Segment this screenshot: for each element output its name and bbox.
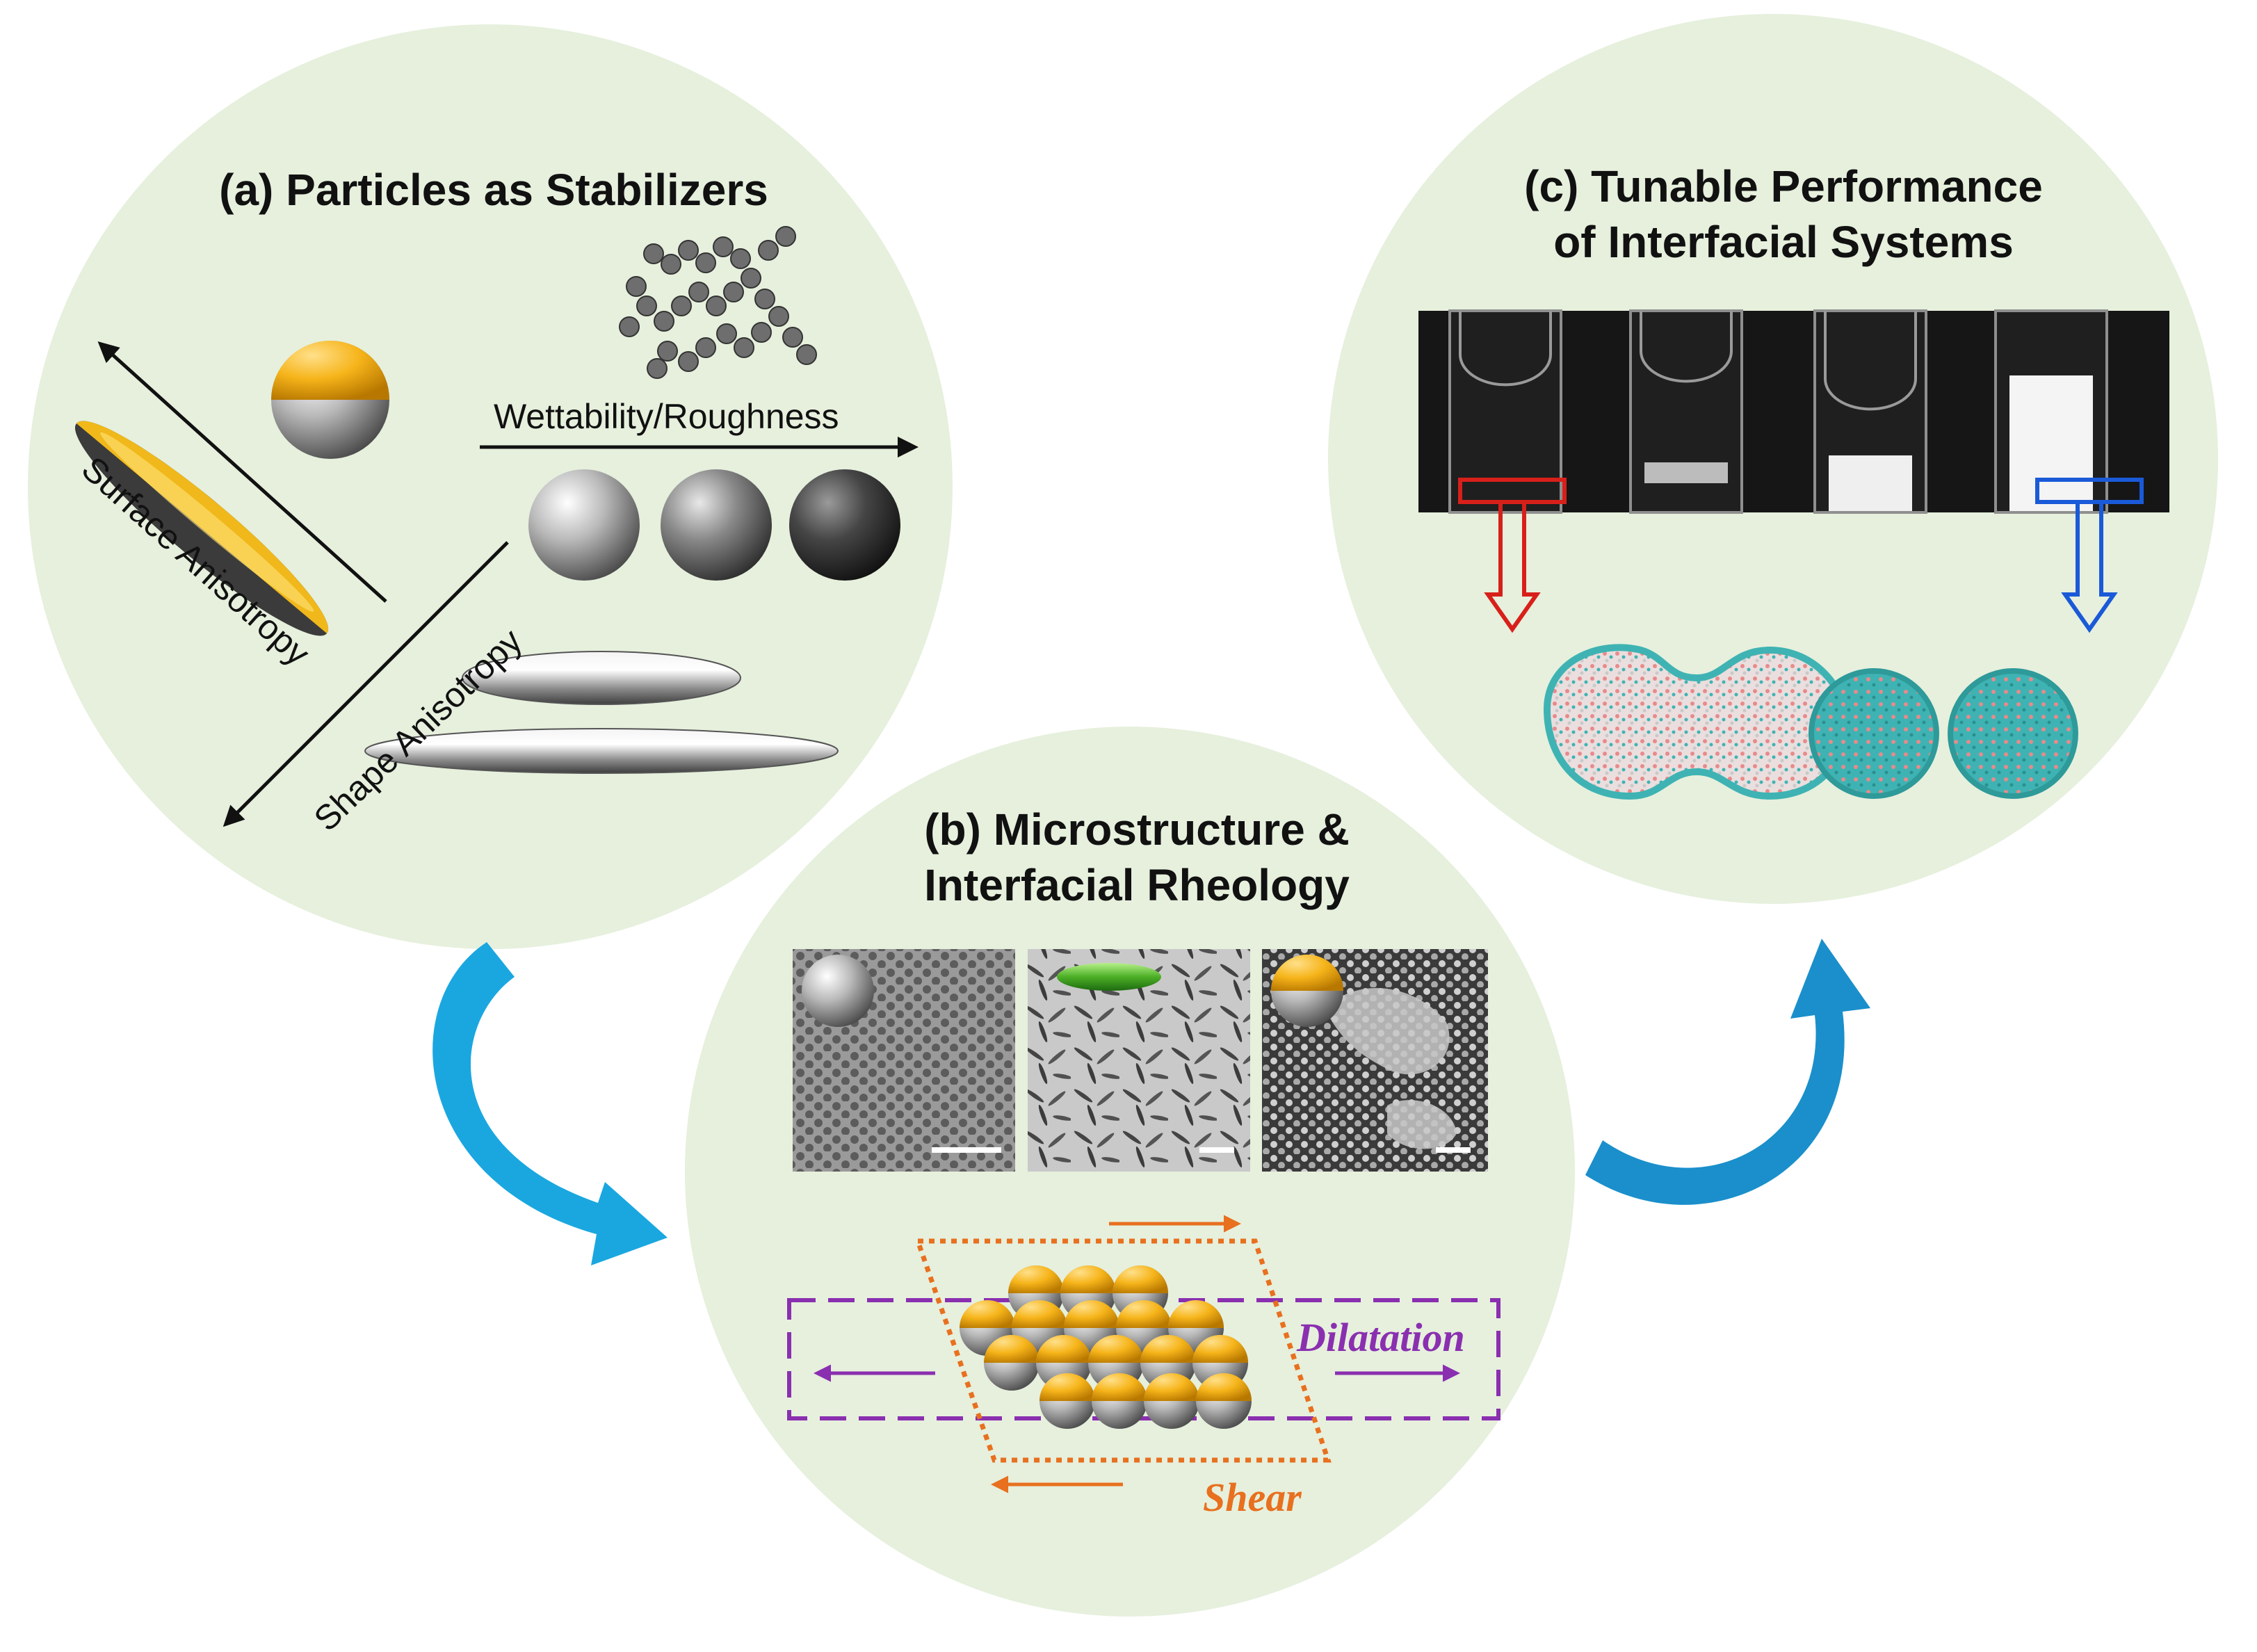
- shear-box: [914, 1238, 1332, 1463]
- panel-b-art: [787, 949, 1500, 1493]
- micrograph-janus: [1262, 949, 1488, 1172]
- janus-particle-array: [960, 1265, 1252, 1429]
- sphere-dark: [789, 469, 900, 581]
- micrograph-spheres: [793, 949, 1015, 1172]
- dilatation-label: Dilatation: [1297, 1315, 1465, 1360]
- molecule-cluster: [619, 226, 817, 379]
- panel-c-title-line1: (c) Tunable Performance: [1524, 161, 2043, 211]
- wettability-label: Wettability/Roughness: [494, 397, 839, 436]
- blue-marker: [2035, 478, 2144, 633]
- janus-sphere: [271, 341, 389, 459]
- panel-c-art: [1418, 309, 2169, 800]
- red-marker: [1458, 478, 1567, 633]
- rod-short: [462, 651, 741, 705]
- panel-a-art: [74, 226, 919, 827]
- flow-arrow-a-to-b: [432, 942, 668, 1265]
- janus-particle: [1196, 1373, 1252, 1429]
- flow-arrow-b-to-c: [1585, 939, 1870, 1205]
- shear-label: Shear: [1203, 1475, 1302, 1520]
- janus-ellipsoid: [74, 421, 329, 636]
- panel-b-title-line2: Interfacial Rheology: [924, 860, 1350, 910]
- janus-particle: [1144, 1373, 1199, 1429]
- sphere-medium: [661, 469, 772, 581]
- janus-particle: [984, 1335, 1039, 1391]
- panel-b-title-line1: (b) Microstructure &: [924, 804, 1350, 855]
- panel-a-title: (a) Particles as Stabilizers: [219, 165, 768, 215]
- panel-c-title-line2: of Interfacial Systems: [1553, 217, 2014, 267]
- droplet-pair-stable: [1809, 668, 2078, 799]
- micrograph-rods: [1028, 949, 1250, 1172]
- janus-particle: [1039, 1373, 1095, 1429]
- janus-particle: [1092, 1373, 1147, 1429]
- vial-photo: [1418, 309, 2169, 514]
- sphere-light: [528, 469, 640, 581]
- rod-long: [364, 728, 839, 774]
